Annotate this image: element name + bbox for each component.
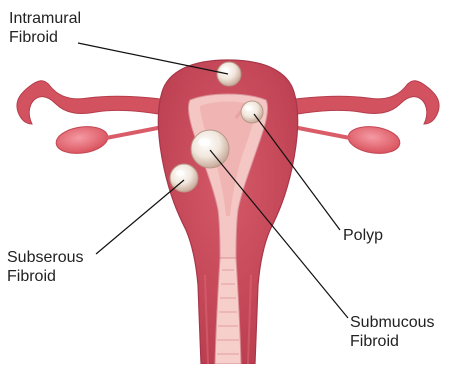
subserous-leader-line: [96, 180, 184, 254]
intramural-label-line2: Fibroid: [9, 28, 81, 47]
right-fallopian-tube: [286, 81, 439, 124]
intramural-leader-line: [78, 43, 228, 74]
intramural-fibroid-label: Intramural Fibroid: [9, 9, 81, 47]
subserous-label-line2: Fibroid: [7, 267, 84, 286]
left-fallopian-tube: [17, 81, 170, 124]
subserous-label-line1: Subserous: [7, 248, 84, 267]
intramural-label-line1: Intramural: [9, 9, 81, 28]
left-ovary: [54, 124, 109, 157]
right-ovary: [346, 124, 401, 157]
submucous-fibroid: [191, 130, 229, 168]
submucous-label-line2: Fibroid: [350, 332, 435, 351]
subserous-fibroid-label: Subserous Fibroid: [7, 248, 84, 286]
cervical-canal: [215, 258, 241, 364]
submucous-label-line1: Submucous: [350, 313, 435, 332]
polyp-label-line1: Polyp: [343, 226, 383, 245]
polyp-label: Polyp: [343, 226, 383, 245]
intramural-fibroid: [217, 62, 241, 86]
submucous-fibroid-label: Submucous Fibroid: [350, 313, 435, 351]
